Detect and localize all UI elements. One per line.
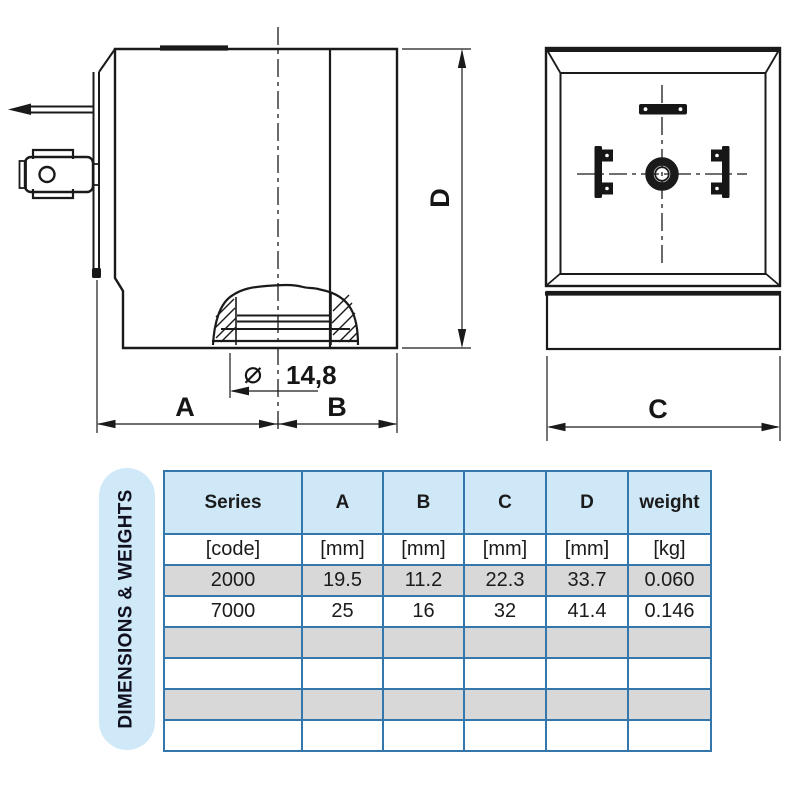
empty-cell bbox=[163, 719, 303, 752]
crosshair-centerlines bbox=[577, 85, 747, 265]
empty-cell bbox=[163, 657, 303, 690]
connector-clip bbox=[18, 148, 99, 200]
diameter-symbol: ⌀ bbox=[244, 355, 263, 390]
empty-cell bbox=[627, 626, 712, 659]
right-bracket bbox=[711, 146, 730, 198]
header-row: Series A B C D weight bbox=[163, 470, 712, 535]
bevel-edge bbox=[98, 48, 116, 73]
cell: 16 bbox=[382, 595, 465, 628]
header-cell-series: Series bbox=[163, 470, 303, 535]
header-cell-c: C bbox=[463, 470, 547, 535]
hatch-left bbox=[214, 298, 237, 343]
cell: 22.3 bbox=[463, 564, 547, 597]
unit-cell: [mm] bbox=[301, 533, 384, 566]
data-row-7000: 7000 25 16 32 41.4 0.146 bbox=[163, 595, 712, 628]
empty-cell bbox=[301, 626, 384, 659]
empty-cell bbox=[463, 626, 547, 659]
empty-row bbox=[163, 688, 712, 721]
unit-cell: [kg] bbox=[627, 533, 712, 566]
data-row-2000: 2000 19.5 11.2 22.3 33.7 0.060 bbox=[163, 564, 712, 597]
cell: 32 bbox=[463, 595, 547, 628]
dim-d-label: D bbox=[425, 188, 455, 208]
cell: 41.4 bbox=[545, 595, 629, 628]
unit-cell: [mm] bbox=[545, 533, 629, 566]
inner-square bbox=[559, 72, 767, 275]
corner-bevels bbox=[546, 49, 780, 286]
left-bracket bbox=[594, 146, 613, 198]
dimensions-table: Series A B C D weight [code] [mm] [mm] [… bbox=[163, 470, 712, 752]
dimension-a-b bbox=[96, 280, 398, 433]
empty-cell bbox=[545, 719, 629, 752]
grommet bbox=[211, 283, 360, 346]
empty-cell bbox=[382, 626, 465, 659]
empty-cell bbox=[463, 688, 547, 721]
cell: 0.146 bbox=[627, 595, 712, 628]
dim-a-label: A bbox=[175, 392, 195, 422]
dim-b-label: B bbox=[327, 392, 347, 422]
empty-cell bbox=[545, 688, 629, 721]
cell: 2000 bbox=[163, 564, 303, 597]
header-cell-b: B bbox=[382, 470, 465, 535]
cell: 7000 bbox=[163, 595, 303, 628]
side-view bbox=[8, 27, 471, 433]
empty-cell bbox=[627, 688, 712, 721]
empty-cell bbox=[627, 719, 712, 752]
header-cell-d: D bbox=[545, 470, 629, 535]
empty-row bbox=[163, 719, 712, 752]
empty-cell bbox=[545, 657, 629, 690]
dimension-diameter bbox=[229, 353, 318, 398]
section-label: DIMENSIONS & WEIGHTS bbox=[116, 489, 138, 729]
section-pill: DIMENSIONS & WEIGHTS bbox=[99, 468, 155, 750]
empty-cell bbox=[463, 657, 547, 690]
top-slot bbox=[639, 104, 687, 115]
diameter-value: 14,8 bbox=[286, 360, 337, 390]
cell: 11.2 bbox=[382, 564, 465, 597]
top-view bbox=[544, 46, 782, 441]
header-cell-a: A bbox=[301, 470, 384, 535]
cell: 0.060 bbox=[627, 564, 712, 597]
empty-cell bbox=[463, 719, 547, 752]
unit-cell: [mm] bbox=[382, 533, 465, 566]
base-band bbox=[545, 290, 782, 351]
terminal-pin bbox=[8, 103, 93, 115]
empty-cell bbox=[163, 688, 303, 721]
empty-cell bbox=[545, 626, 629, 659]
unit-cell: [mm] bbox=[463, 533, 547, 566]
hatch-right bbox=[331, 294, 359, 343]
coil-body-outline bbox=[113, 47, 399, 350]
units-row: [code] [mm] [mm] [mm] [mm] [kg] bbox=[163, 533, 712, 566]
cell: 33.7 bbox=[545, 564, 629, 597]
dim-c-label: C bbox=[648, 394, 668, 424]
cell: 25 bbox=[301, 595, 384, 628]
empty-cell bbox=[301, 719, 384, 752]
dimension-d bbox=[402, 48, 471, 349]
dimension-c bbox=[546, 356, 781, 441]
unit-cell: [code] bbox=[163, 533, 303, 566]
empty-row bbox=[163, 657, 712, 690]
empty-cell bbox=[382, 657, 465, 690]
empty-row bbox=[163, 626, 712, 659]
empty-cell bbox=[163, 626, 303, 659]
empty-cell bbox=[301, 657, 384, 690]
empty-cell bbox=[627, 657, 712, 690]
empty-cell bbox=[301, 688, 384, 721]
technical-drawing: A B C D ⌀ 14,8 bbox=[8, 27, 782, 441]
header-cell-weight: weight bbox=[627, 470, 712, 535]
empty-cell bbox=[382, 688, 465, 721]
cell: 19.5 bbox=[301, 564, 384, 597]
empty-cell bbox=[382, 719, 465, 752]
